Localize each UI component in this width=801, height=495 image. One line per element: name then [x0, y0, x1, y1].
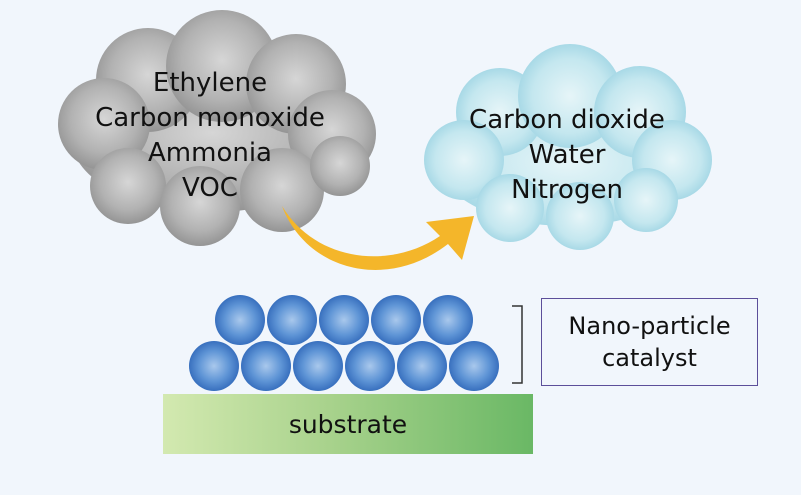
nano-particle: [215, 295, 265, 345]
substrate-label: substrate: [288, 409, 408, 439]
nano-particles: [189, 295, 499, 391]
nano-particle: [241, 341, 291, 391]
blue-cloud: [424, 44, 712, 250]
nano-particle: [397, 341, 447, 391]
product-carbon-dioxide: Carbon dioxide: [469, 105, 665, 135]
nano-particle: [371, 295, 421, 345]
reaction-arrow: [282, 206, 474, 270]
catalyst-label-line-2: catalyst: [602, 344, 697, 372]
nano-particle: [267, 295, 317, 345]
gas-ammonia: Ammonia: [148, 138, 272, 168]
gas-voc: VOC: [182, 173, 238, 203]
nano-particle: [423, 295, 473, 345]
product-list: Carbon dioxide Water Nitrogen: [432, 103, 702, 208]
nano-particle: [319, 295, 369, 345]
catalyst-label-line-1: Nano-particle: [568, 312, 731, 340]
nano-particle: [293, 341, 343, 391]
nano-particle: [189, 341, 239, 391]
gas-carbon-monoxide: Carbon monoxide: [95, 103, 325, 133]
gray-cloud: [58, 10, 376, 246]
product-nitrogen: Nitrogen: [511, 175, 623, 205]
source-gas-list: Ethylene Carbon monoxide Ammonia VOC: [70, 66, 350, 206]
product-water: Water: [528, 140, 606, 170]
nano-particle: [449, 341, 499, 391]
nano-particle: [345, 341, 395, 391]
substrate-layer: substrate: [163, 394, 533, 454]
catalyst-label-box: Nano-particle catalyst: [541, 298, 758, 386]
catalyst-bracket: [512, 305, 523, 384]
gas-ethylene: Ethylene: [152, 68, 268, 98]
